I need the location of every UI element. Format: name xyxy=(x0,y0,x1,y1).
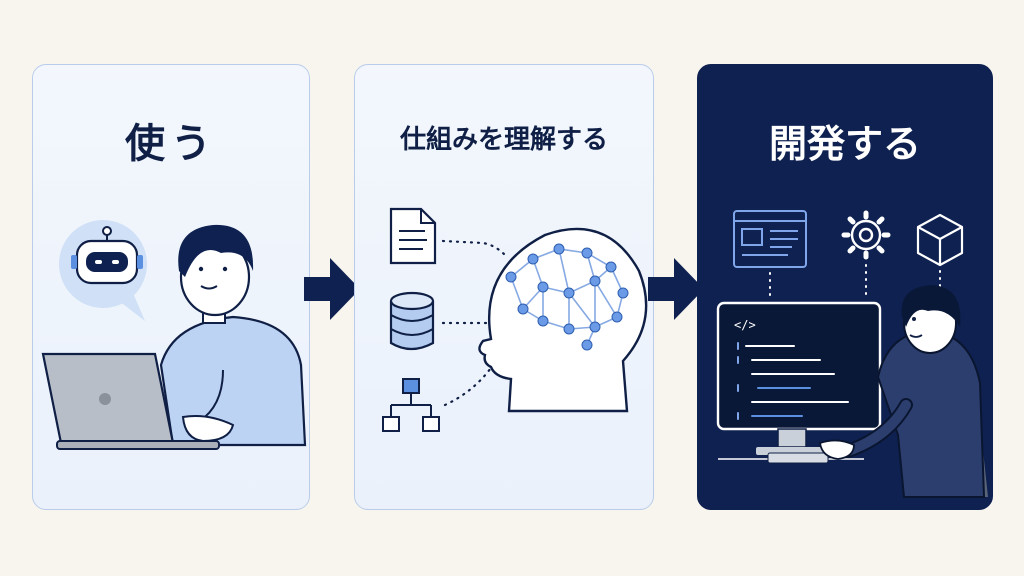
monitor-code-icon: </> xyxy=(716,301,882,464)
cube-icon xyxy=(916,213,964,267)
step-title-use: 使う xyxy=(125,121,217,167)
browser-window-icon xyxy=(733,210,807,268)
panel-understand: 仕組みを理解する xyxy=(354,64,654,510)
arrow-right-icon-1 xyxy=(304,258,360,320)
panel-develop: 開発する xyxy=(697,64,993,510)
laptop-icon xyxy=(41,352,220,450)
person-icon xyxy=(159,224,307,447)
hierarchy-icon xyxy=(382,378,440,432)
develop-illustration: </> xyxy=(716,210,988,498)
step-title-develop: 開発する xyxy=(768,122,921,166)
database-icon xyxy=(389,291,435,351)
svg-text:</>: </> xyxy=(734,318,756,332)
panel-use: 使う xyxy=(32,64,310,510)
robot-chat-bubble-icon xyxy=(59,220,147,321)
arrow-right-icon-2 xyxy=(648,258,704,320)
programmer-icon xyxy=(819,285,988,498)
use-illustration xyxy=(41,220,307,450)
gear-icon xyxy=(841,210,891,260)
step-title-understand: 仕組みを理解する xyxy=(399,125,608,155)
document-icon xyxy=(389,207,437,265)
dotted-connectors xyxy=(441,239,507,407)
head-neural-network-icon xyxy=(478,227,648,413)
understand-illustration xyxy=(382,207,648,432)
